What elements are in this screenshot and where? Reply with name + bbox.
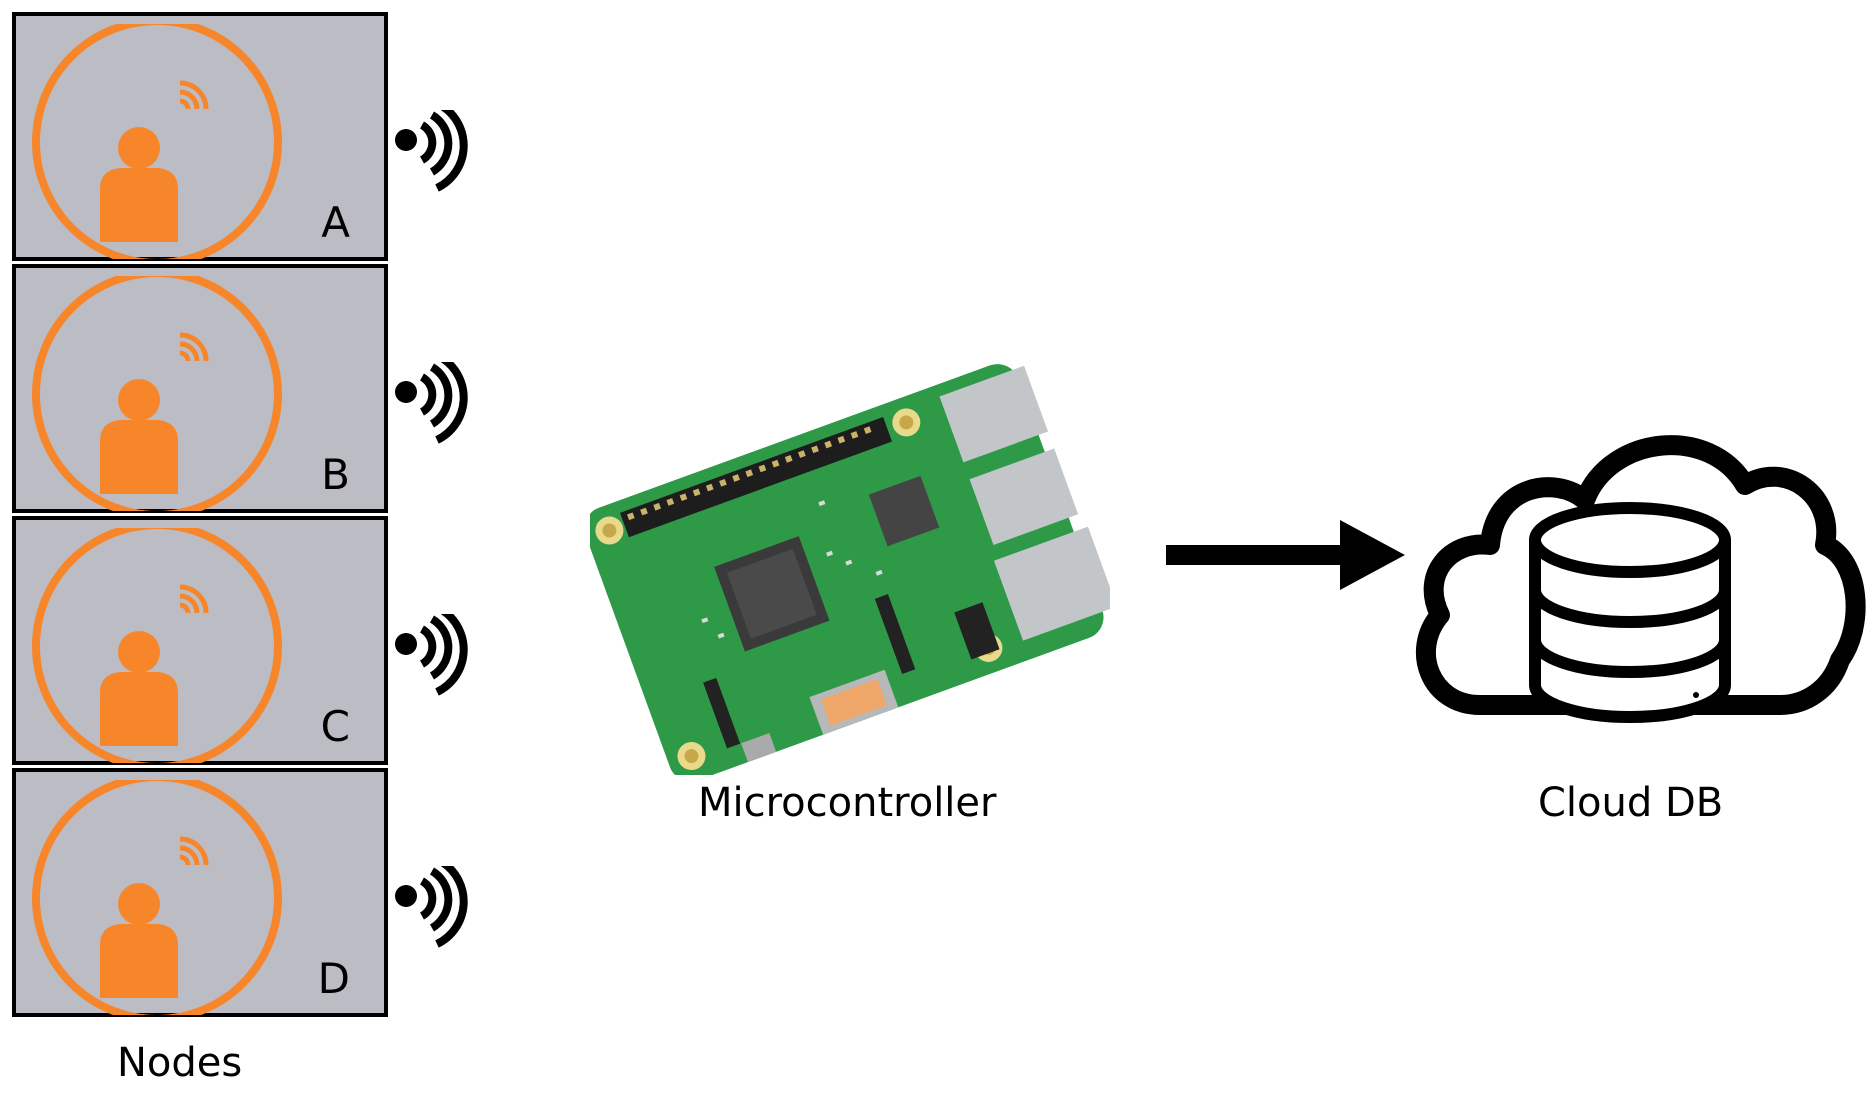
node-c: C bbox=[12, 516, 388, 765]
person-wireless-icon bbox=[32, 528, 282, 763]
microcontroller-caption: Microcontroller bbox=[698, 780, 997, 826]
person-wireless-icon bbox=[32, 24, 282, 259]
node-d: D bbox=[12, 768, 388, 1017]
node-a: A bbox=[12, 12, 388, 261]
wireless-signal-icon bbox=[395, 866, 468, 948]
node-label: D bbox=[317, 954, 350, 1003]
node-b: B bbox=[12, 264, 388, 513]
person-wireless-icon bbox=[32, 276, 282, 511]
raspberry-pi-board-icon bbox=[590, 364, 1110, 775]
person-wireless-icon bbox=[32, 780, 282, 1015]
wireless-signal-icon bbox=[395, 362, 468, 444]
right-arrow-icon bbox=[1166, 520, 1405, 590]
cloud-db-caption: Cloud DB bbox=[1538, 780, 1724, 826]
node-label: B bbox=[321, 450, 350, 499]
node-label: A bbox=[321, 198, 350, 247]
wireless-signal-icon bbox=[395, 614, 468, 696]
node-label: C bbox=[320, 702, 350, 751]
wireless-signal-icon bbox=[395, 110, 468, 192]
nodes-caption: Nodes bbox=[117, 1040, 243, 1086]
cloud-database-icon bbox=[1415, 435, 1866, 723]
